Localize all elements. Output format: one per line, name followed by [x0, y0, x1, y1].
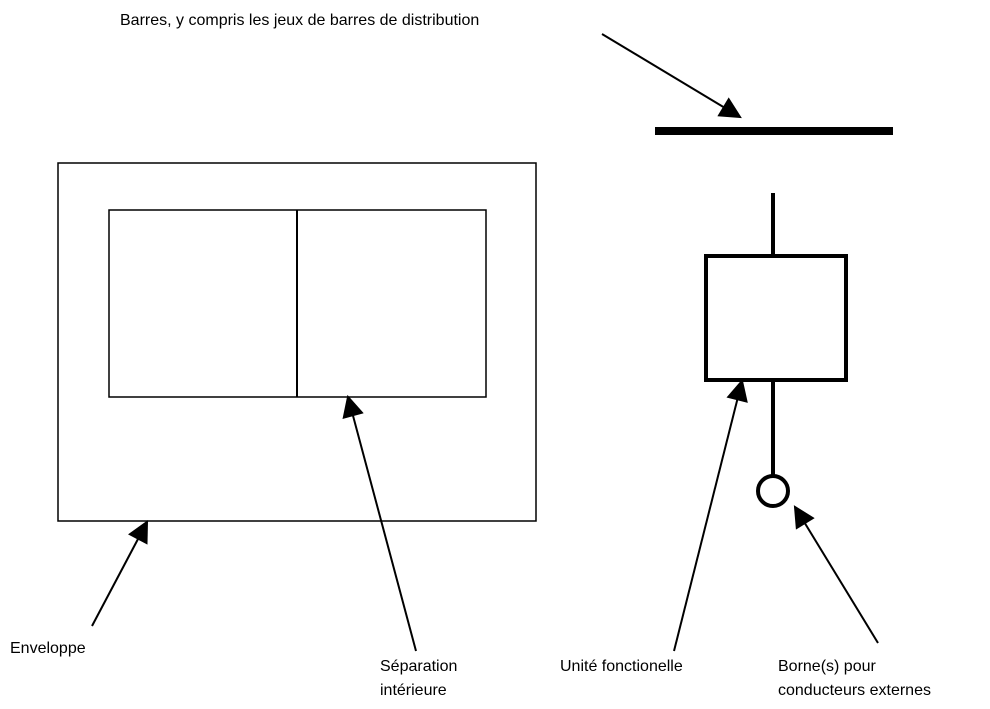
- arrow-enclosure: [91, 520, 149, 627]
- arrow-separation: [342, 394, 417, 652]
- arrow-functional-unit: [673, 378, 748, 652]
- arrow-busbar: [601, 33, 742, 119]
- label-separation-line1: Séparation: [380, 658, 457, 675]
- arrow-terminal: [793, 505, 879, 644]
- terminal-circle: [756, 474, 790, 508]
- label-busbars: Barres, y compris les jeux de barres de …: [120, 12, 479, 29]
- enclosure-rect: [57, 162, 537, 522]
- functional-unit-box: [704, 254, 848, 382]
- label-terminal-line2: conducteurs externes: [778, 682, 931, 699]
- label-enclosure: Enveloppe: [10, 640, 86, 657]
- label-terminal-line1: Borne(s) pour: [778, 658, 876, 675]
- label-functional-unit: Unité fonctionelle: [560, 658, 683, 675]
- label-separation-line2: intérieure: [380, 682, 447, 699]
